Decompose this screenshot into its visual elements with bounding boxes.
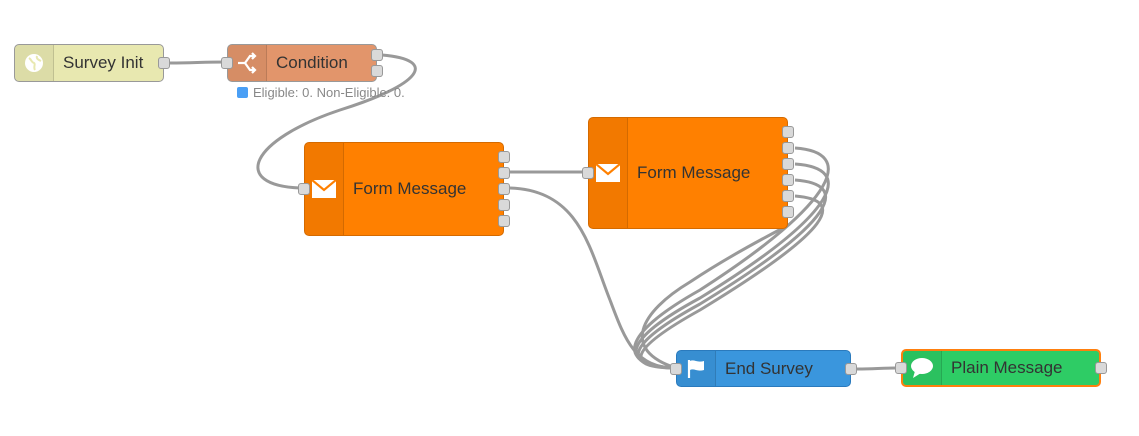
end-survey-output-port[interactable] xyxy=(845,363,857,375)
status-indicator xyxy=(237,87,248,98)
wire-condition-to-form-message-1[interactable] xyxy=(256,53,417,190)
end-survey-input-port[interactable] xyxy=(670,363,682,375)
wire-end-survey-to-plain-message[interactable] xyxy=(856,366,897,371)
form-message-2-output-port-2[interactable] xyxy=(782,142,794,154)
form-message-2-output-port-5[interactable] xyxy=(782,190,794,202)
plain-message-input-port[interactable] xyxy=(895,362,907,374)
condition-input-port[interactable] xyxy=(221,57,233,69)
plain-message-output-port[interactable] xyxy=(1095,362,1107,374)
plain-message-label: Plain Message xyxy=(951,358,1063,377)
condition-output-port-2[interactable] xyxy=(371,65,383,77)
form-message-node-1[interactable]: Form Message xyxy=(304,142,504,236)
form-message-2-output-port-6[interactable] xyxy=(782,206,794,218)
form-message-1-output-port-3[interactable] xyxy=(498,183,510,195)
form-message-1-label: Form Message xyxy=(353,179,467,198)
wire-form-message-1-to-end-survey[interactable] xyxy=(509,186,677,370)
condition-label: Condition xyxy=(276,53,348,72)
condition-output-port-1[interactable] xyxy=(371,49,383,61)
wire-form-message-2-to-end-survey-d[interactable] xyxy=(639,194,825,370)
form-message-node-2[interactable]: Form Message xyxy=(588,117,788,229)
form-message-2-label: Form Message xyxy=(637,163,751,182)
form-message-2-input-port[interactable] xyxy=(582,167,594,179)
flag-icon xyxy=(677,351,716,386)
condition-status: Eligible: 0. Non-Eligible: 0. xyxy=(237,85,405,100)
speech-bubble-icon xyxy=(903,351,942,385)
form-message-1-output-port-2[interactable] xyxy=(498,167,510,179)
form-message-2-output-port-1[interactable] xyxy=(782,126,794,138)
envelope-icon xyxy=(305,143,344,235)
survey-init-output-port[interactable] xyxy=(158,57,170,69)
survey-init-node[interactable]: Survey Init xyxy=(14,44,164,82)
envelope-icon xyxy=(589,118,628,228)
condition-status-text: Eligible: 0. Non-Eligible: 0. xyxy=(253,85,405,100)
wire-form-message-2-to-end-survey-e[interactable] xyxy=(640,226,784,370)
end-survey-node[interactable]: End Survey xyxy=(676,350,851,387)
form-message-1-output-port-5[interactable] xyxy=(498,215,510,227)
survey-init-label: Survey Init xyxy=(63,53,144,72)
form-message-1-input-port[interactable] xyxy=(298,183,310,195)
form-message-2-output-port-4[interactable] xyxy=(782,174,794,186)
form-message-1-output-port-1[interactable] xyxy=(498,151,510,163)
end-survey-label: End Survey xyxy=(725,358,813,378)
form-message-1-output-port-4[interactable] xyxy=(498,199,510,211)
wire-survey-init-to-condition[interactable] xyxy=(169,60,229,65)
condition-node[interactable]: Condition xyxy=(227,44,377,82)
switch-icon xyxy=(228,45,267,81)
globe-icon xyxy=(15,45,54,81)
plain-message-node[interactable]: Plain Message xyxy=(901,349,1101,387)
form-message-2-output-port-3[interactable] xyxy=(782,158,794,170)
